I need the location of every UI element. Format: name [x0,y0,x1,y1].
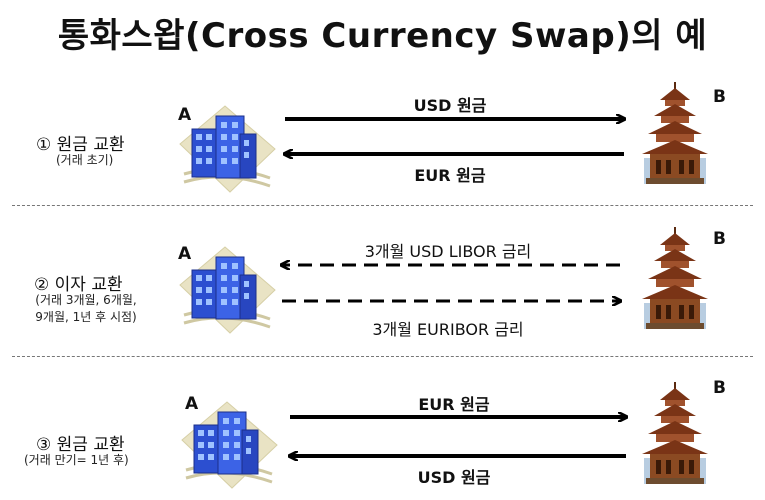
party-b-label-2: B [713,229,726,249]
pagoda-icon-2 [642,227,708,329]
step-3-sub: (거래 만기= 1년 후) [24,453,129,467]
page-title: 통화스왑(Cross Currency Swap)의 예 [57,16,708,56]
step-1-label: ① 원금 교환 [36,135,125,155]
step-2-label: ② 이자 교환 [34,275,123,295]
step-1-sub: (거래 초기) [56,153,114,167]
office-building-icon [179,105,276,193]
section-divider-1 [12,205,753,206]
flow-text-eur-principal-start: EUR 원금 [414,166,486,185]
step-2-sub-line-1: (거래 3개월, 6개월, [35,293,137,307]
party-b-label-3: B [713,378,726,398]
flow-text-eur-principal-maturity: EUR 원금 [418,395,490,414]
flow-text-usd-libor: 3개월 USD LIBOR 금리 [364,242,532,261]
flow-text-usd-principal-maturity: USD 원금 [417,468,491,487]
section-divider-2 [12,356,753,357]
office-building-icon-2 [179,246,276,334]
party-a-label: A [178,105,192,125]
party-b-label: B [713,87,726,107]
party-a-label-2: A [178,244,192,264]
step-2-sub: (거래 3개월, 6개월, 9개월, 1년 후 시점) [12,292,160,326]
pagoda-icon-3 [642,382,708,484]
flow-text-usd-principal-start: USD 원금 [413,96,487,115]
office-building-icon-3 [181,401,278,489]
party-a-label-3: A [185,394,199,414]
step-3-label: ③ 원금 교환 [36,435,125,455]
pagoda-icon [642,82,708,184]
flow-text-euribor: 3개월 EURIBOR 금리 [372,320,524,339]
step-2-sub-line-2: 9개월, 1년 후 시점) [35,310,137,324]
